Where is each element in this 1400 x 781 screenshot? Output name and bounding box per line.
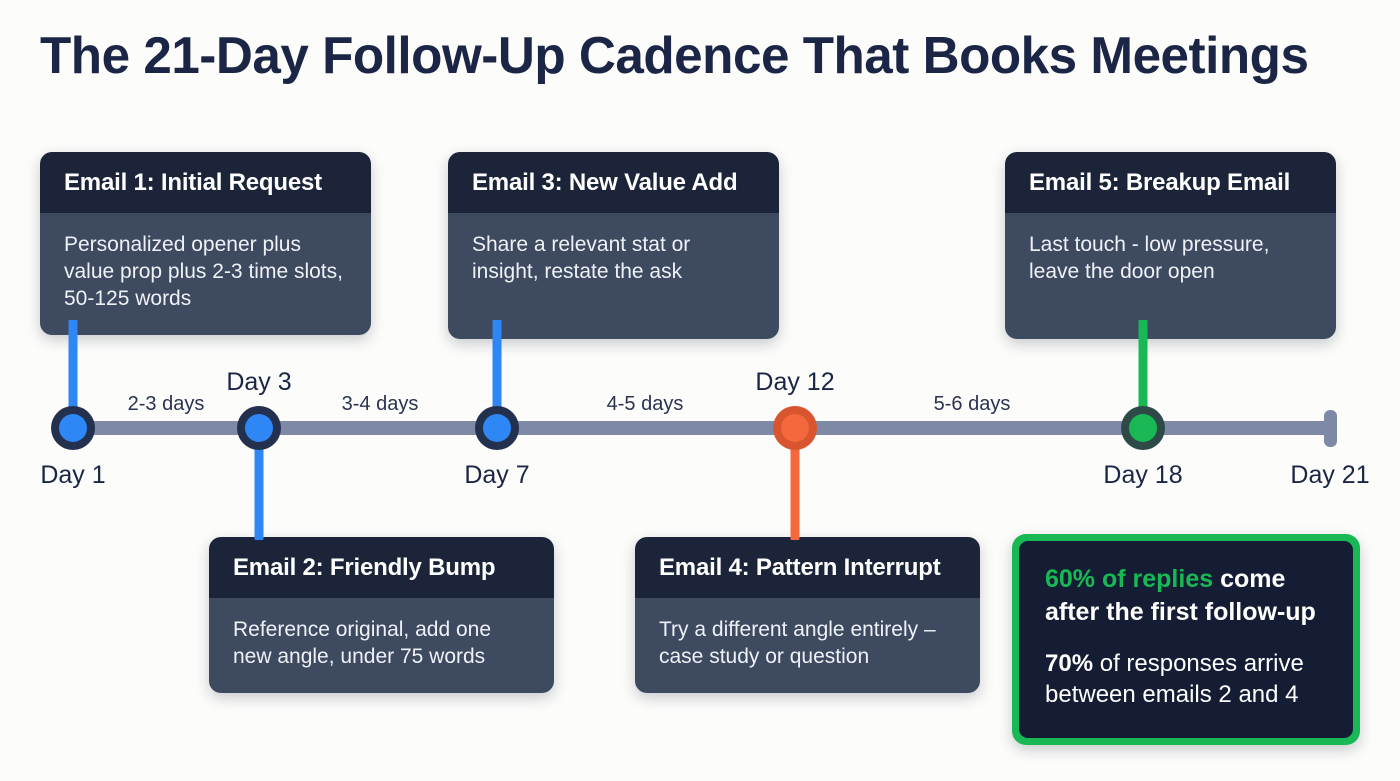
timeline-end-cap bbox=[1324, 410, 1337, 447]
page-title: The 21-Day Follow-Up Cadence That Books … bbox=[40, 27, 1309, 85]
timeline-node-day-12[interactable] bbox=[773, 406, 817, 450]
timeline-node-day-18[interactable] bbox=[1121, 406, 1165, 450]
timeline-node-day-12-dot bbox=[781, 414, 809, 442]
gap-label-4: 5-6 days bbox=[933, 393, 1011, 415]
email-card-2-title: Email 2: Friendly Bump bbox=[209, 537, 554, 598]
email-card-2-body: Reference original, add one new angle, u… bbox=[209, 598, 554, 693]
timeline-node-day-3[interactable] bbox=[237, 406, 281, 450]
email-card-2[interactable]: Email 2: Friendly Bump Reference origina… bbox=[209, 537, 554, 693]
stat-highlight-60: 60% of replies bbox=[1045, 565, 1214, 593]
day-label-day-21: Day 21 bbox=[1290, 461, 1370, 489]
timeline-node-day-7[interactable] bbox=[475, 406, 519, 450]
email-card-4[interactable]: Email 4: Pattern Interrupt Try a differe… bbox=[635, 537, 980, 693]
email-card-1-body: Personalized opener plus value prop plus… bbox=[40, 213, 371, 335]
email-card-1-title: Email 1: Initial Request bbox=[40, 152, 371, 213]
timeline-axis bbox=[62, 421, 1332, 435]
stem-email-2 bbox=[254, 428, 264, 540]
day-label-day-7: Day 7 bbox=[464, 461, 530, 489]
stat-highlight-70: 70% bbox=[1045, 650, 1094, 677]
day-label-day-1: Day 1 bbox=[40, 461, 106, 489]
gap-label-3: 4-5 days bbox=[606, 393, 684, 415]
email-card-4-body: Try a different angle entirely – case st… bbox=[635, 598, 980, 693]
timeline-node-day-3-dot bbox=[245, 414, 273, 442]
day-label-day-12: Day 12 bbox=[755, 368, 835, 396]
email-card-5-title: Email 5: Breakup Email bbox=[1005, 152, 1336, 213]
day-label-day-3: Day 3 bbox=[226, 368, 292, 396]
day-label-day-18: Day 18 bbox=[1103, 461, 1183, 489]
email-card-3-title: Email 3: New Value Add bbox=[448, 152, 779, 213]
stat-callout-box: 60% of replies come after the first foll… bbox=[1012, 534, 1360, 745]
timeline-node-day-18-dot bbox=[1129, 414, 1157, 442]
stem-email-5 bbox=[1138, 320, 1148, 430]
stat-line-2: 70% of responses arrive between emails 2… bbox=[1045, 648, 1327, 710]
email-card-1[interactable]: Email 1: Initial Request Personalized op… bbox=[40, 152, 371, 335]
email-card-5[interactable]: Email 5: Breakup Email Last touch - low … bbox=[1005, 152, 1336, 339]
gap-label-2: 3-4 days bbox=[341, 393, 419, 415]
stat-callout-inner: 60% of replies come after the first foll… bbox=[1019, 541, 1353, 738]
gap-label-1: 2-3 days bbox=[127, 393, 205, 415]
stat-line-1: 60% of replies come after the first foll… bbox=[1045, 563, 1327, 628]
timeline-node-day-7-dot bbox=[483, 414, 511, 442]
stat-line-2-rest: of responses arrive between emails 2 and… bbox=[1045, 650, 1304, 709]
timeline-node-day-1[interactable] bbox=[51, 406, 95, 450]
email-card-3-body: Share a relevant stat or insight, restat… bbox=[448, 213, 779, 339]
stem-email-1 bbox=[68, 320, 78, 430]
stem-email-3 bbox=[492, 320, 502, 430]
stem-email-4 bbox=[790, 428, 800, 540]
email-card-4-title: Email 4: Pattern Interrupt bbox=[635, 537, 980, 598]
email-card-5-body: Last touch - low pressure, leave the doo… bbox=[1005, 213, 1336, 339]
email-card-3[interactable]: Email 3: New Value Add Share a relevant … bbox=[448, 152, 779, 339]
stat-line-1-rest: come after the first follow-up bbox=[1045, 565, 1316, 626]
timeline-node-day-1-dot bbox=[59, 414, 87, 442]
